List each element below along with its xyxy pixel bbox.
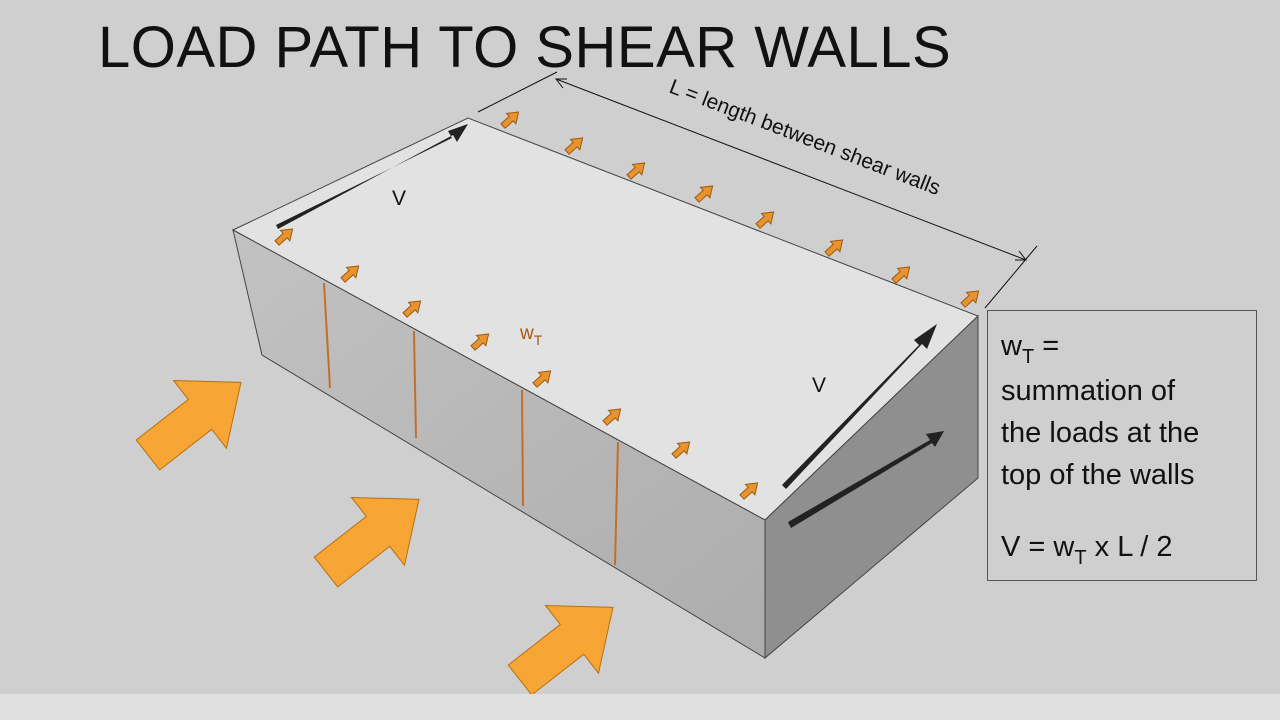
load-arrow-small	[824, 239, 844, 257]
legend-line-3: top of the walls	[1001, 459, 1195, 491]
legend-equals: =	[1042, 330, 1060, 362]
wall-stud	[614, 441, 619, 566]
wind-arrow	[313, 496, 420, 588]
shear-label-right: V	[812, 374, 826, 397]
legend-formula-v: V =	[1001, 531, 1054, 563]
wind-load-arrows	[135, 379, 614, 696]
dimension-arrowhead-left	[554, 78, 567, 89]
dimension-arrowhead-right	[1015, 250, 1028, 261]
wall-stud	[323, 282, 331, 389]
shear-label-top: V	[392, 187, 406, 210]
legend-w-row: wT =	[1001, 325, 1256, 370]
distributed-load-label: wT	[519, 323, 543, 348]
slide-title: LOAD PATH TO SHEAR WALLS	[98, 15, 952, 80]
legend-formula-sub: T	[1074, 547, 1087, 569]
load-arrow-small	[694, 185, 714, 203]
legend-box: wT = summation of the loads at the top o…	[987, 310, 1257, 581]
dimension-line	[477, 71, 1038, 309]
dimension-extension-left	[477, 71, 558, 113]
wall-stud	[521, 389, 524, 507]
load-arrow-small	[274, 228, 294, 246]
side-wall	[764, 314, 979, 660]
legend-line-2: the loads at the	[1001, 417, 1200, 449]
load-arrow-small	[671, 441, 691, 459]
shear-arrow-side	[788, 431, 944, 528]
distributed-load-arrows	[274, 111, 980, 500]
legend-w-symbol: w	[1001, 330, 1022, 362]
load-arrow-small	[470, 333, 490, 351]
wind-arrow	[135, 379, 242, 471]
load-arrow-small	[340, 265, 360, 283]
legend-formula-rest: x L / 2	[1086, 531, 1173, 563]
load-arrow-small	[532, 370, 552, 388]
legend-formula: V = wT x L / 2	[1001, 526, 1256, 571]
bottom-bar	[0, 694, 1280, 720]
legend-formula-w: w	[1053, 531, 1075, 563]
load-arrow-small	[739, 482, 759, 500]
load-arrow-small	[891, 266, 911, 284]
shear-arrow-top	[276, 124, 468, 229]
dimension-extension-right	[984, 245, 1038, 309]
dimension-arrow-line	[555, 78, 1027, 261]
load-arrow-small	[626, 162, 646, 180]
shear-arrows	[276, 124, 944, 528]
load-label-sub: T	[534, 332, 543, 348]
legend-line-1: summation of	[1001, 375, 1176, 407]
wind-arrow	[507, 604, 614, 696]
load-arrow-small	[602, 408, 622, 426]
load-arrow-small	[755, 211, 775, 229]
wall-studs	[323, 282, 619, 566]
wall-stud	[413, 330, 417, 439]
load-arrow-small	[500, 111, 520, 129]
legend-w-sub: T	[1021, 346, 1035, 368]
load-arrow-small	[402, 300, 422, 318]
shear-arrow-right	[782, 324, 937, 489]
load-label-w: w	[519, 323, 534, 344]
load-arrow-small	[960, 290, 980, 308]
load-arrow-small	[564, 137, 584, 155]
